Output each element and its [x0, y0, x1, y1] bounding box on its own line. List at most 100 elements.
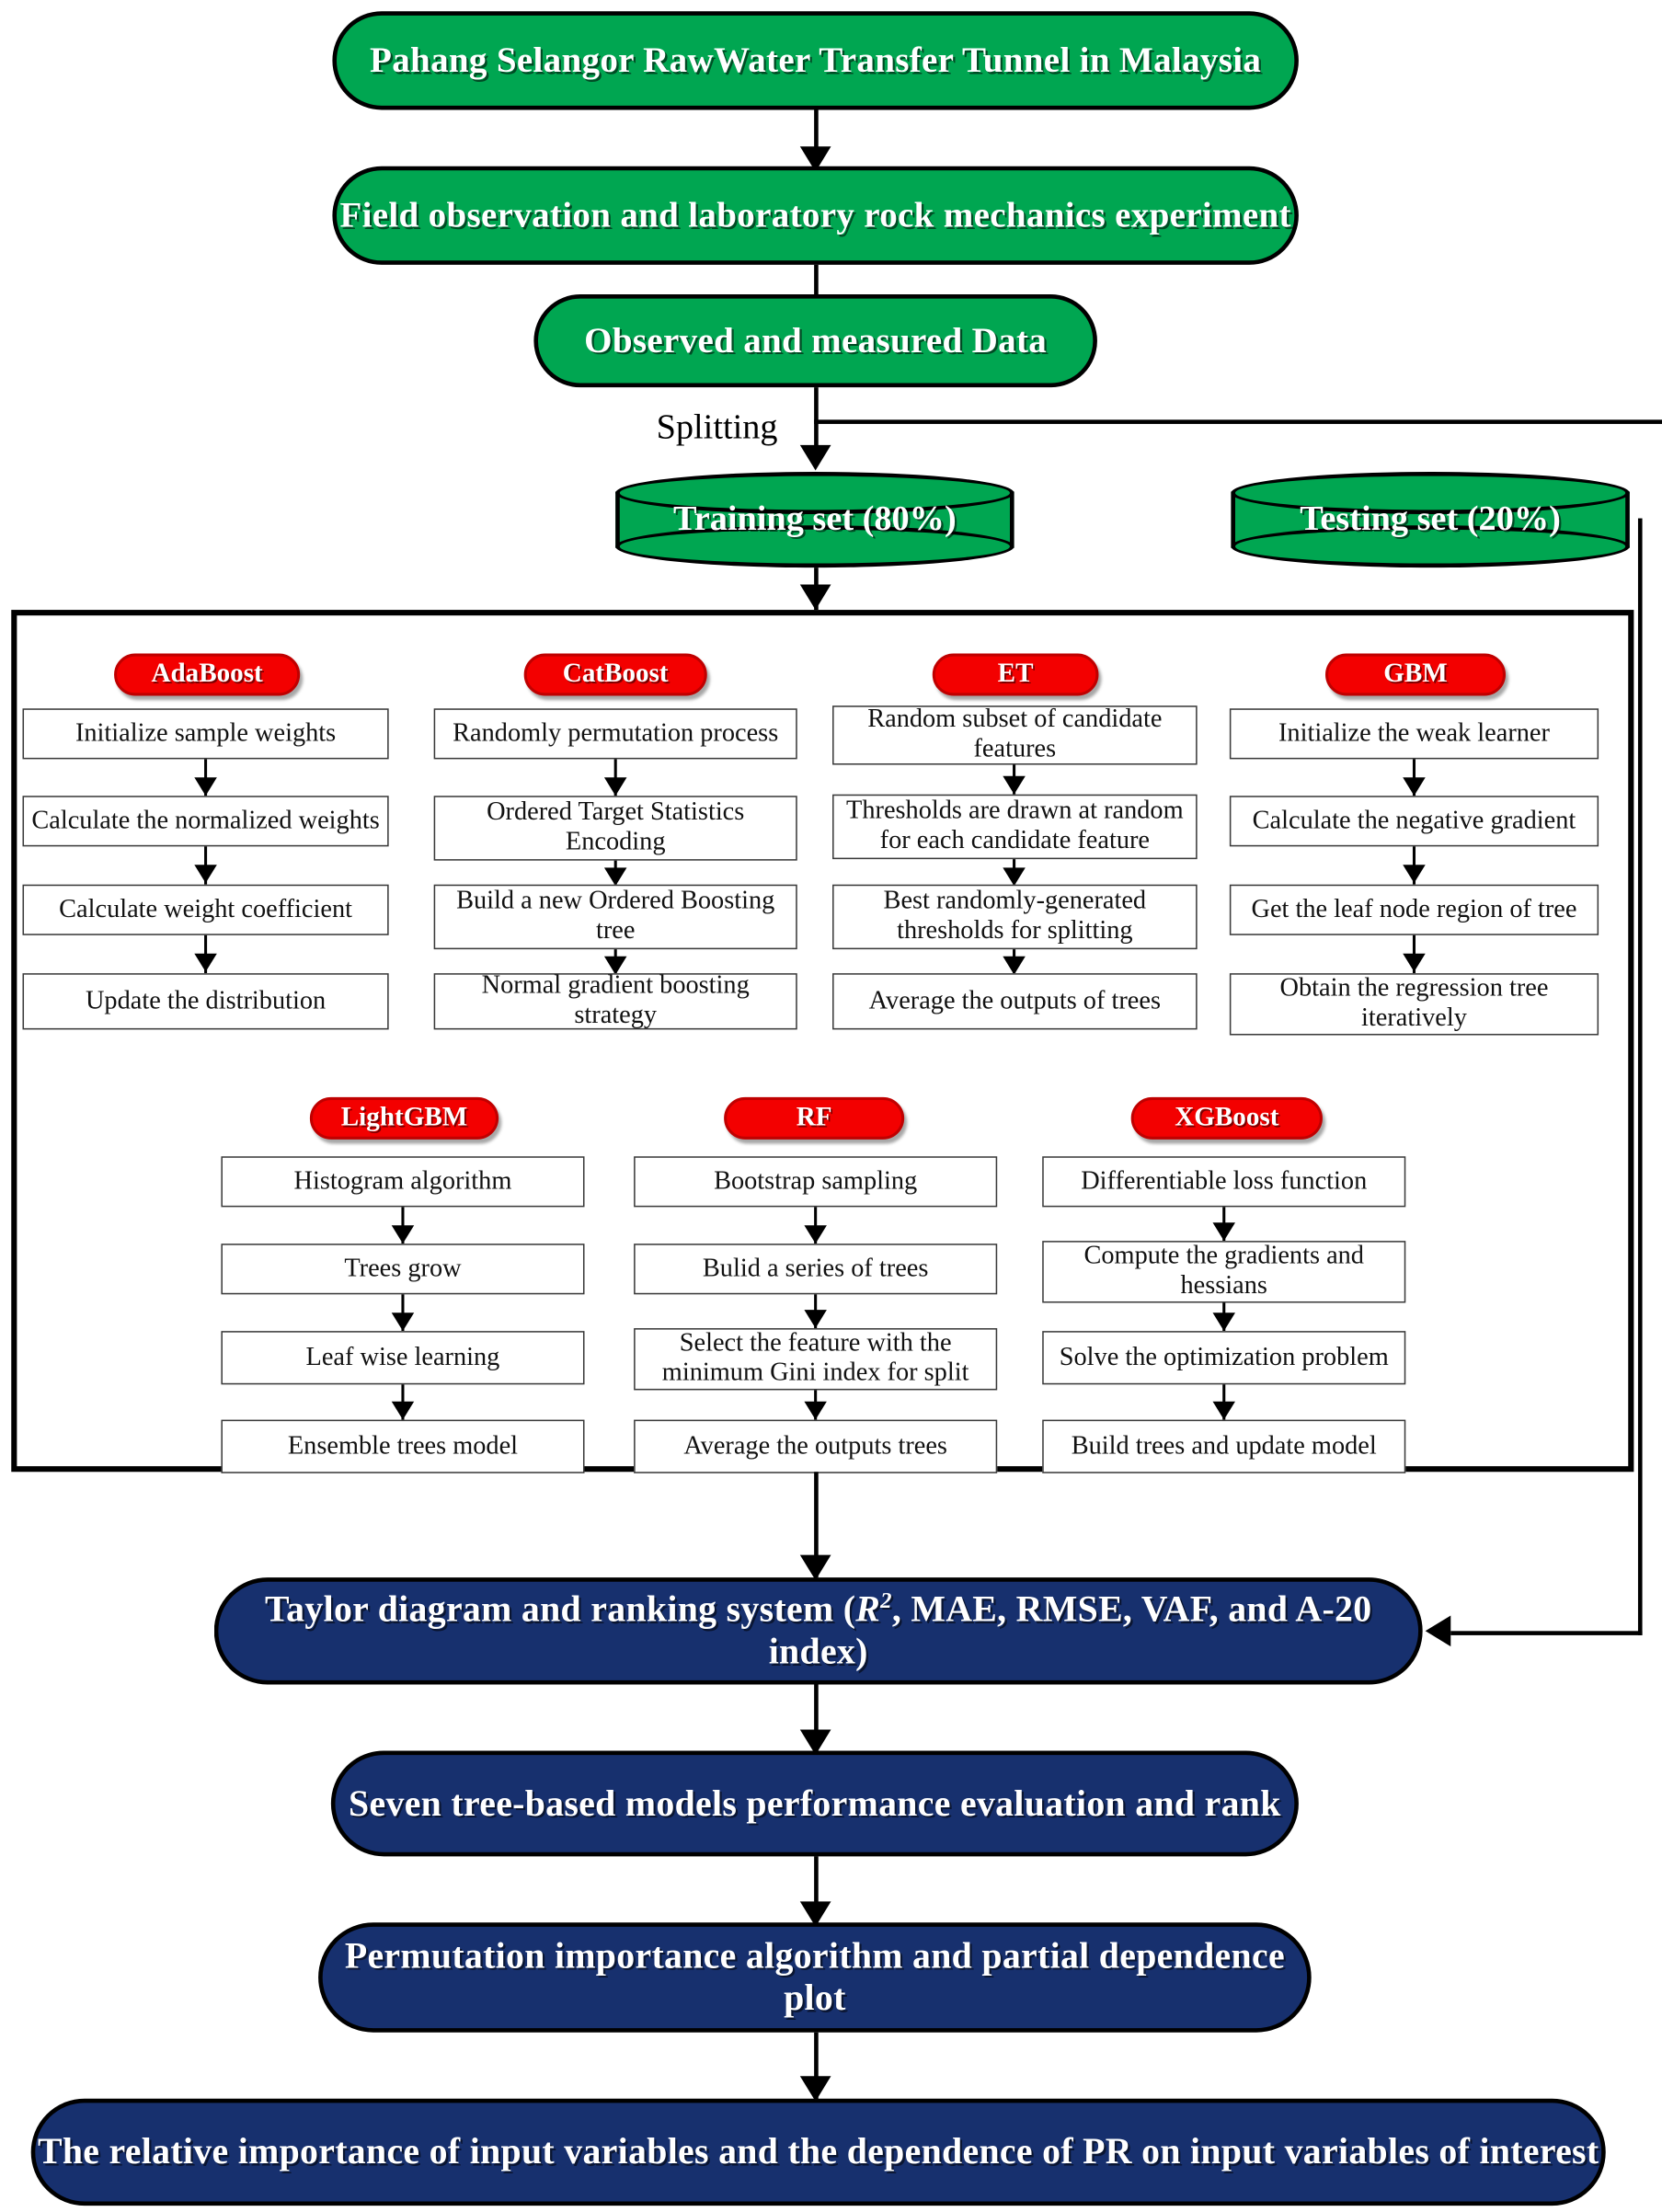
testing-set-label: Testing set (20%): [1300, 499, 1561, 538]
arrow-adaboost-3-4: [194, 953, 217, 972]
tag-et: ET: [932, 653, 1099, 696]
step-lightgbm-2: Trees grow: [221, 1244, 585, 1295]
arrow-catboost-3-4: [603, 956, 627, 975]
step-label: Update the distribution: [85, 986, 327, 1015]
arrow-rf-2-3: [804, 1310, 827, 1329]
arrow-gbm-2-3: [1403, 865, 1426, 884]
step-label: Initialize sample weights: [75, 718, 337, 748]
arrow-lightgbm-3-4: [391, 1401, 415, 1420]
step-label: Obtain the regression tree iteratively: [1279, 975, 1549, 1033]
node-method-label: Field observation and laboratory rock me…: [339, 194, 1291, 236]
arrow-models-to-taylor: [799, 1554, 831, 1581]
step-label: Ensemble trees model: [287, 1431, 519, 1461]
step-label: Calculate the negative gradient: [1252, 806, 1576, 835]
step-label: Differentiable loss function: [1081, 1166, 1368, 1196]
node-data-label: Observed and measured Data: [584, 320, 1048, 361]
step-catboost-1: Randomly permutation process: [433, 708, 797, 760]
step-label: Build a new Ordered Boosting tree: [456, 888, 775, 946]
arrow-catboost-1-2: [603, 777, 627, 797]
step-adaboost-1: Initialize sample weights: [22, 708, 389, 760]
arrow-lightgbm-2-3: [391, 1312, 415, 1332]
taylor-label-pre: Taylor diagram and ranking system (: [264, 1588, 856, 1630]
step-label: Random subset of candidate features: [867, 705, 1163, 763]
node-importance: Permutation importance algorithm and par…: [318, 1922, 1312, 2033]
step-et-4: Average the outputs of trees: [832, 973, 1198, 1030]
step-xgboost-2: Compute the gradients and hessians: [1042, 1241, 1406, 1303]
step-et-1: Random subset of candidate features: [832, 705, 1198, 765]
connector-source-to-method: [814, 109, 819, 158]
arrow-catboost-2-3: [603, 867, 627, 887]
step-xgboost-1: Differentiable loss function: [1042, 1156, 1406, 1208]
testing-cylinder-bottom: [1231, 525, 1630, 568]
step-xgboost-3: Solve the optimization problem: [1042, 1331, 1406, 1385]
arrow-evaluation-to-importance: [799, 1901, 831, 1927]
arrow-et-2-3: [1003, 867, 1026, 887]
step-label: Leaf wise learning: [305, 1343, 500, 1371]
node-taylor: Taylor diagram and ranking system (R2, M…: [213, 1577, 1423, 1685]
node-importance-label: Permutation importance algorithm and par…: [344, 1935, 1285, 2019]
arrow-adaboost-1-2: [194, 777, 217, 797]
step-lightgbm-3: Leaf wise learning: [221, 1331, 585, 1385]
step-label: Ordered Target Statistics Encoding: [487, 798, 745, 857]
arrow-train-to-models: [799, 584, 831, 611]
taylor-label-superscript: 2: [880, 1589, 892, 1614]
step-adaboost-4: Update the distribution: [22, 973, 389, 1030]
step-catboost-3: Build a new Ordered Boosting tree: [433, 884, 797, 950]
arrow-rf-1-2: [804, 1225, 827, 1244]
node-data: Observed and measured Data: [533, 294, 1097, 388]
step-gbm-1: Initialize the weak learner: [1229, 708, 1599, 760]
arrow-adaboost-2-3: [194, 865, 217, 884]
step-gbm-2: Calculate the negative gradient: [1229, 796, 1599, 847]
arrow-gbm-1-2: [1403, 777, 1426, 797]
connector-evaluation-to-importance: [814, 1856, 819, 1924]
training-cylinder-top: [615, 472, 1014, 514]
connector-test-bypass-horizontal: [1450, 1631, 1643, 1635]
step-lightgbm-4: Ensemble trees model: [221, 1419, 585, 1473]
arrow-et-3-4: [1003, 956, 1026, 975]
tag-catboost: CatBoost: [523, 653, 707, 696]
step-rf-2: Bulid a series of trees: [634, 1244, 998, 1295]
step-et-2: Thresholds are drawn at random for each …: [832, 794, 1198, 860]
step-label: Normal gradient boosting strategy: [481, 972, 750, 1030]
step-adaboost-3: Calculate weight coefficient: [22, 884, 389, 935]
arrow-et-1-2: [1003, 775, 1026, 795]
step-label: Calculate the normalized weights: [31, 806, 380, 835]
step-xgboost-4: Build trees and update model: [1042, 1419, 1406, 1473]
step-rf-3: Select the feature with the minimum Gini…: [634, 1328, 998, 1391]
tag-rf-label: RF: [796, 1103, 832, 1133]
step-label: Solve the optimization problem: [1059, 1343, 1389, 1371]
step-label: Thresholds are drawn at random for each …: [846, 797, 1184, 855]
step-label: Calculate weight coefficient: [59, 895, 353, 924]
split-label: Splitting: [656, 408, 778, 447]
node-testing-set: Testing set (20%): [1231, 472, 1630, 568]
taylor-label-post: , MAE, RMSE, VAF, and A-20 index): [768, 1588, 1372, 1672]
node-evaluation: Seven tree-based models performance eval…: [330, 1750, 1299, 1857]
taylor-label-r: R: [855, 1588, 881, 1630]
step-gbm-4: Obtain the regression tree iteratively: [1229, 973, 1599, 1036]
step-rf-1: Bootstrap sampling: [634, 1156, 998, 1208]
connector-data-down: [814, 387, 819, 465]
arrow-test-to-taylor: [1425, 1615, 1451, 1647]
node-taylor-label: Taylor diagram and ranking system (R2, M…: [218, 1589, 1418, 1674]
step-et-3: Best randomly-generated thresholds for s…: [832, 884, 1198, 950]
tag-adaboost-label: AdaBoost: [151, 659, 263, 689]
node-evaluation-label: Seven tree-based models performance eval…: [349, 1782, 1281, 1824]
arrow-lightgbm-1-2: [391, 1225, 415, 1244]
step-catboost-2: Ordered Target Statistics Encoding: [433, 796, 797, 861]
arrow-data-to-train: [799, 444, 831, 471]
node-method: Field observation and laboratory rock me…: [332, 166, 1299, 265]
tag-catboost-label: CatBoost: [562, 659, 669, 689]
tag-adaboost: AdaBoost: [114, 653, 301, 696]
connector-test-bypass-vertical: [1637, 518, 1643, 1635]
connector-split-horizontal: [814, 419, 1662, 424]
step-catboost-4: Normal gradient boosting strategy: [433, 972, 797, 1030]
connector-models-to-taylor: [814, 1472, 819, 1578]
step-label: Compute the gradients and hessians: [1083, 1243, 1364, 1301]
step-label: Trees grow: [344, 1254, 462, 1283]
arrow-rf-3-4: [804, 1401, 827, 1420]
step-label: Average the outputs trees: [683, 1431, 947, 1461]
node-conclusion-label: The relative importance of input variabl…: [37, 2131, 1599, 2172]
arrow-importance-to-conclusion: [799, 2076, 831, 2102]
step-adaboost-2: Calculate the normalized weights: [22, 796, 389, 847]
